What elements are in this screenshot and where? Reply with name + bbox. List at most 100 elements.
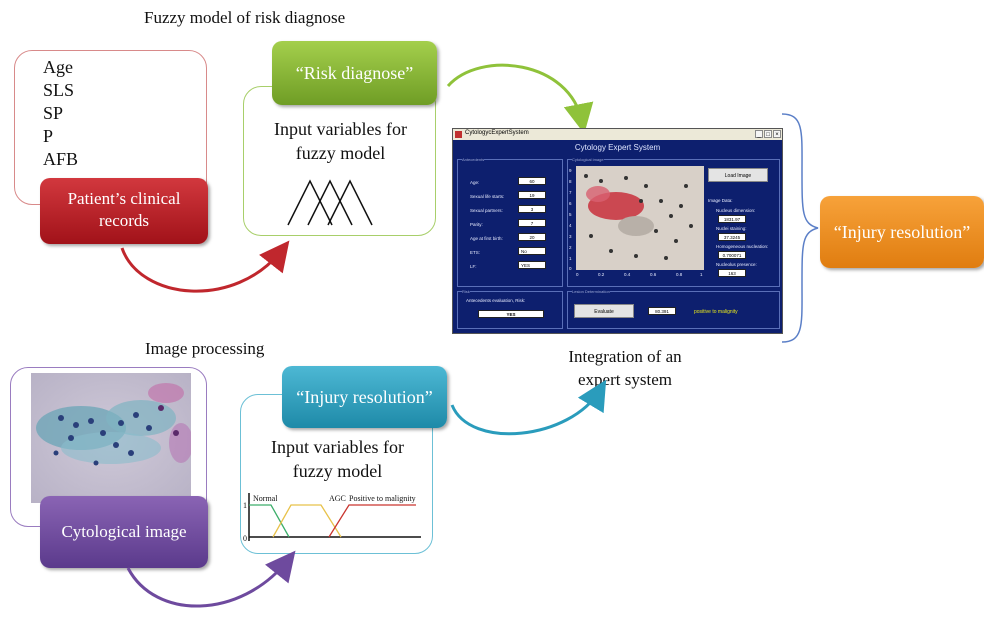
agc-membership-line bbox=[272, 504, 342, 538]
risk-input-line-1: Input variables for bbox=[274, 119, 407, 139]
malignity-membership-line bbox=[328, 504, 416, 538]
y-tick: 8 bbox=[569, 179, 572, 184]
normal-membership-line bbox=[249, 504, 290, 538]
lesion-panel: Lesion Determination Evaluate 80.391 pos… bbox=[567, 289, 780, 329]
clinical-tag-line-1: Patient’s clinical bbox=[67, 189, 181, 208]
clinical-variable: SP bbox=[43, 103, 64, 123]
field-ets-select[interactable]: No bbox=[518, 247, 546, 255]
field-sp[interactable]: 3 bbox=[518, 205, 546, 213]
clinical-records-tag: Patient’s clinical records bbox=[40, 178, 208, 244]
fuzzy-model-title: Fuzzy model of risk diagnose bbox=[144, 8, 346, 27]
arrow-injury-to-expert bbox=[450, 379, 607, 436]
image-data-nucleolus: 163 bbox=[718, 269, 746, 277]
cytological-image-panel-label: Cytological image bbox=[572, 157, 604, 162]
lesion-panel-label: Lesion Determination bbox=[572, 289, 610, 294]
y-tick-one: 1 bbox=[243, 501, 247, 510]
window-title: CytologycExpertSystem bbox=[465, 130, 529, 136]
image-data-homogeneous: 0.700071 bbox=[718, 251, 746, 259]
arrow-image-to-injury bbox=[126, 550, 296, 608]
antecedents-panel: Antecedents Age: 60 Sexual life starts: … bbox=[457, 157, 563, 287]
malignity-percent: 80.391 bbox=[648, 307, 676, 315]
clinical-variable: P bbox=[43, 126, 54, 146]
x-tick: 0.8 bbox=[676, 272, 683, 277]
risk-input-card: Input variables for fuzzy model bbox=[243, 86, 436, 236]
y-tick: 9 bbox=[569, 168, 572, 173]
field-afb[interactable]: 20 bbox=[518, 233, 546, 241]
membership-label-agc: AGC bbox=[329, 494, 346, 503]
curly-brace bbox=[781, 113, 819, 343]
y-tick: 1 bbox=[569, 256, 572, 261]
x-tick: 0.6 bbox=[650, 272, 657, 277]
cytology-micrograph bbox=[31, 373, 191, 503]
image-data-label: Image Data: bbox=[708, 198, 733, 203]
cytological-image-card bbox=[10, 367, 207, 527]
arrow-records-to-risk bbox=[120, 240, 290, 293]
field-label-age: Age: bbox=[470, 180, 480, 185]
lesion-result-text: positive to malignity bbox=[694, 309, 738, 315]
cytological-image-tag: Cytological image bbox=[40, 496, 208, 568]
membership-label-malignity: Positive to malignity bbox=[349, 494, 416, 503]
y-tick: 6 bbox=[569, 201, 572, 206]
clinical-variable: AFB bbox=[43, 149, 79, 169]
risk-diagnose-tag: “Risk diagnose” bbox=[272, 41, 437, 105]
field-label-afb: Age at first birth: bbox=[470, 236, 503, 241]
minimize-button[interactable]: _ bbox=[755, 130, 763, 138]
expert-cytology-plot bbox=[576, 166, 704, 270]
risk-input-line-2: fuzzy model bbox=[295, 143, 386, 163]
y-tick: 7 bbox=[569, 190, 572, 195]
y-tick: 0 bbox=[569, 266, 572, 271]
image-data-label-staining: Nuclei staining: bbox=[716, 226, 747, 231]
image-data-staining: 37.3245 bbox=[718, 233, 746, 241]
field-parity[interactable]: 7 bbox=[518, 219, 546, 227]
triangular-membership-icon bbox=[287, 179, 373, 226]
image-data-label-nucleus: Nucleus dimension: bbox=[716, 208, 756, 213]
clinical-variable-list: Age SLS SP P AFB bbox=[43, 56, 78, 171]
maximize-button[interactable]: □ bbox=[764, 130, 772, 138]
app-icon bbox=[455, 131, 462, 138]
expert-heading: Cytology Expert System bbox=[574, 143, 661, 152]
image-processing-title: Image processing bbox=[145, 339, 265, 358]
clinical-variable: SLS bbox=[43, 80, 75, 100]
injury-resolution-tag: “Injury resolution” bbox=[282, 366, 447, 428]
result-injury-resolution-tag: “Injury resolution” bbox=[820, 196, 984, 268]
x-tick: 0.2 bbox=[598, 272, 605, 277]
antecedents-label: Antecedents bbox=[462, 157, 485, 162]
y-tick: 5 bbox=[569, 212, 572, 217]
window-titlebar: CytologycExpertSystem _ □ × bbox=[453, 129, 782, 140]
close-button[interactable]: × bbox=[773, 130, 781, 138]
y-tick: 2 bbox=[569, 245, 572, 250]
injury-membership-chart: 1 0 Normal AGC Positive to malignity bbox=[243, 493, 421, 543]
risk-panel: Risk Antecedents evaluation, Risk: YES bbox=[457, 289, 563, 329]
injury-input-line-2: fuzzy model bbox=[292, 461, 383, 481]
image-data-label-nucleolus: Nucleolus presence: bbox=[716, 262, 757, 267]
y-tick: 4 bbox=[569, 223, 572, 228]
x-tick: 0.4 bbox=[624, 272, 631, 277]
field-lf-select[interactable]: YES bbox=[518, 261, 546, 269]
x-tick: 0 bbox=[576, 272, 579, 277]
risk-panel-label: Risk bbox=[462, 289, 470, 294]
membership-label-normal: Normal bbox=[253, 494, 278, 503]
field-label-sp: Sexual partners: bbox=[470, 208, 503, 213]
clinical-variable: Age bbox=[43, 57, 73, 77]
risk-input-text: Input variables for fuzzy model bbox=[244, 117, 437, 165]
load-image-button[interactable]: Load Image bbox=[708, 168, 768, 182]
field-label-lf: LF: bbox=[470, 264, 477, 269]
x-tick: 1 bbox=[700, 272, 703, 277]
clinical-tag-line-2: records bbox=[98, 211, 150, 230]
field-label-parity: Parity: bbox=[470, 222, 483, 227]
risk-result: YES bbox=[478, 310, 544, 318]
y-tick: 3 bbox=[569, 234, 572, 239]
image-data-nucleus: 1831.97 bbox=[718, 215, 746, 223]
arrow-risk-to-expert bbox=[446, 63, 594, 134]
image-data-label-homogeneous: Homogeneous nucleation: bbox=[716, 244, 769, 249]
cytological-image-panel: Cytological image 0 1 2 3 4 5 6 7 8 9 bbox=[567, 157, 780, 287]
y-tick-zero: 0 bbox=[243, 534, 247, 543]
field-label-ets: ETS: bbox=[470, 250, 481, 255]
evaluate-button[interactable]: Evaluate bbox=[574, 304, 634, 318]
injury-input-text: Input variables for fuzzy model bbox=[241, 435, 434, 483]
field-sls[interactable]: 19 bbox=[518, 191, 546, 199]
antecedents-evaluation-label: Antecedents evaluation, Risk: bbox=[466, 298, 526, 303]
field-age[interactable]: 60 bbox=[518, 177, 546, 185]
field-label-sls: Sexual life starts: bbox=[470, 194, 505, 199]
